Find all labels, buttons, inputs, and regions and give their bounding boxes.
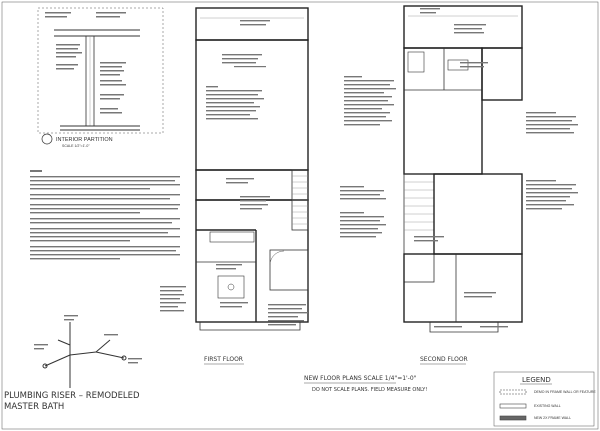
second-floor-label: SECOND FLOOR — [420, 356, 468, 363]
legend-item-existing: EXISTING WALL — [534, 404, 561, 408]
first-dining-room — [195, 169, 309, 201]
shower-icon — [407, 51, 425, 73]
first-powder-room — [269, 249, 309, 291]
vanity-icon — [447, 59, 469, 71]
second-bedroom-3 — [433, 173, 523, 255]
second-closet — [481, 47, 523, 101]
first-floor-label: FIRST FLOOR — [204, 356, 243, 363]
plumbing-title-line2: MASTER BATH — [4, 402, 64, 412]
new-wall-icon — [499, 415, 527, 421]
second-floor-plan: SECOND FLOOR — [340, 5, 578, 365]
general-notes — [30, 170, 180, 260]
legend-item-demo: DEMO IN FRAME WALL OR FEATURE — [534, 390, 596, 394]
existing-wall-icon — [499, 403, 527, 409]
sheet-subtitle: DO NOT SCALE PLANS. FIELD MEASURE ONLY! — [312, 387, 427, 393]
kitchen-counter — [209, 231, 255, 243]
legend-title: LEGEND — [522, 376, 551, 384]
fixture-icon — [42, 363, 48, 369]
kitchen-island — [217, 275, 245, 299]
interior-partition-detail: INTERIOR PARTITION SCALE 1/2"=1'-0" — [37, 7, 164, 148]
first-rear-section — [195, 199, 309, 323]
second-bedroom-2 — [403, 253, 523, 323]
first-floor-plan: FIRST FLOOR — [160, 7, 309, 365]
first-living-room — [195, 39, 309, 171]
sheet-title: NEW FLOOR PLANS SCALE 1/4"=1'-0" — [304, 375, 417, 382]
legend: LEGEND DEMO IN FRAME WALL OR FEATURE EXI… — [493, 371, 596, 427]
section-marker-icon — [41, 133, 53, 145]
interior-partition-title: INTERIOR PARTITION — [56, 137, 113, 143]
legend-item-new: NEW 2X FRAME WALL — [534, 416, 571, 420]
fixture-icon — [121, 355, 127, 361]
demo-wall-icon — [499, 389, 527, 395]
plumbing-title-line1: PLUMBING RISER – REMODELED — [4, 391, 140, 401]
interior-partition-scale: SCALE 1/2"=1'-0" — [62, 144, 90, 148]
second-hall-bath — [403, 253, 435, 283]
plumbing-riser: PLUMBING RISER – REMODELED MASTER BATH — [4, 315, 142, 412]
